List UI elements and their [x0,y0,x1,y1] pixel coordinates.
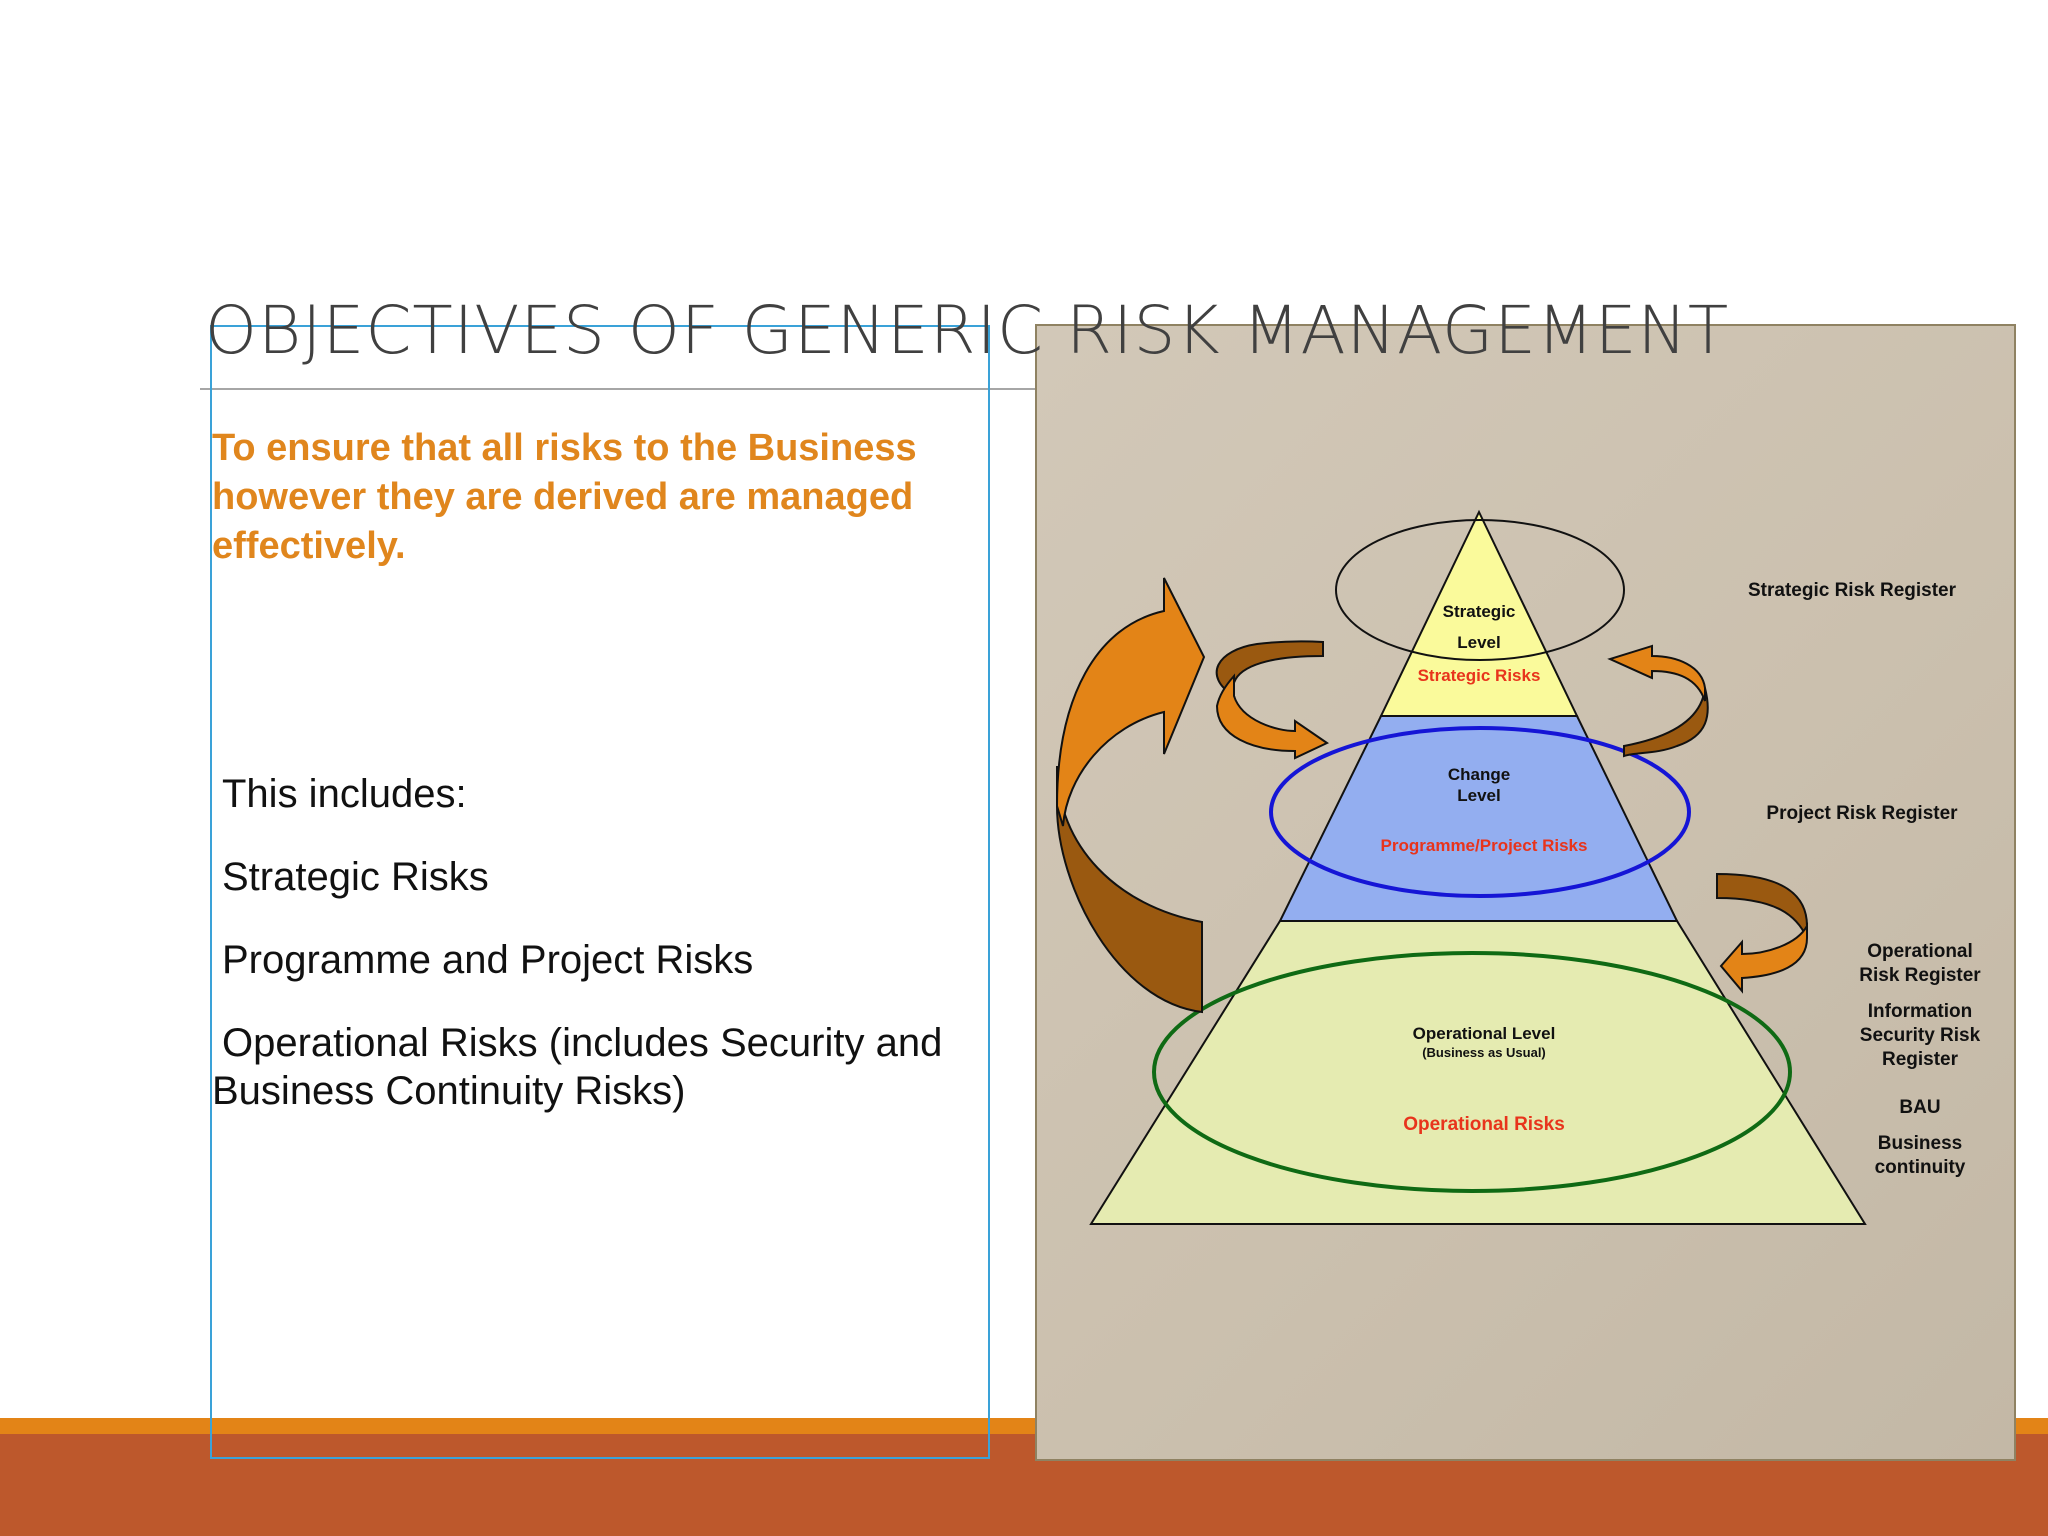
pyramid-tier-strategic [1379,509,1579,717]
text-placeholder-frame[interactable] [210,325,990,1459]
pyramid-graphic [1055,509,1867,1225]
information-security-risk-register-label: Information Security Risk Register [1859,1001,1981,1070]
bullet-project-risks: Programme and Project Risks [222,938,754,982]
strategic-risks-label: Strategic Risks [1417,666,1541,685]
strategic-left-arrow-back [1215,640,1324,699]
strategic-ellipse [1335,519,1625,661]
large-cycle-arrow-shadow [1056,765,1203,1014]
operational-risks-label: Operational Risks [1403,1114,1565,1135]
large-cycle-arrow [1055,577,1206,827]
strategic-level-label: Strategic Level [1442,602,1516,652]
operational-risk-register-label: Operational Risk Register [1859,941,1981,986]
operational-ellipse [1152,951,1792,1193]
bullet-strategic-risks: Strategic Risks [222,855,489,899]
bullet-intro: This includes: [222,772,467,816]
bullet-operational-risks: Operational Risks (includes Security and… [212,1021,943,1113]
risk-pyramid-diagram: Strategic Level Strategic Risks Change L… [1035,324,2016,1461]
change-level-label: Change Level [1447,765,1511,805]
business-continuity-label: Business continuity [1874,1133,1966,1178]
strategic-risk-register-label: Strategic Risk Register [1747,580,1957,601]
bullet-list: This includes: Strategic Risks Programme… [212,770,992,1150]
change-ellipse [1269,726,1691,898]
strategic-left-arrow [1215,673,1330,760]
project-risk-register-label: Project Risk Register [1766,803,1958,824]
operational-level-label: Operational Level [1412,1024,1556,1043]
slide-title: OBJECTIVES OF GENERIC RISK MANAGEMENT [205,292,1730,369]
strategic-right-arrow [1607,644,1706,702]
objective-statement: To ensure that all risks to the Business… [212,427,917,567]
programme-project-risks-label: Programme/Project Risks [1380,836,1588,855]
strategic-right-arrow-back [1623,687,1709,758]
operational-right-arrow-back [1716,872,1808,939]
operational-right-arrow [1719,922,1808,994]
title-divider [200,388,1035,390]
bau-label: BAU [1899,1097,1941,1118]
business-as-usual-label: (Business as Usual) [1422,1045,1546,1060]
